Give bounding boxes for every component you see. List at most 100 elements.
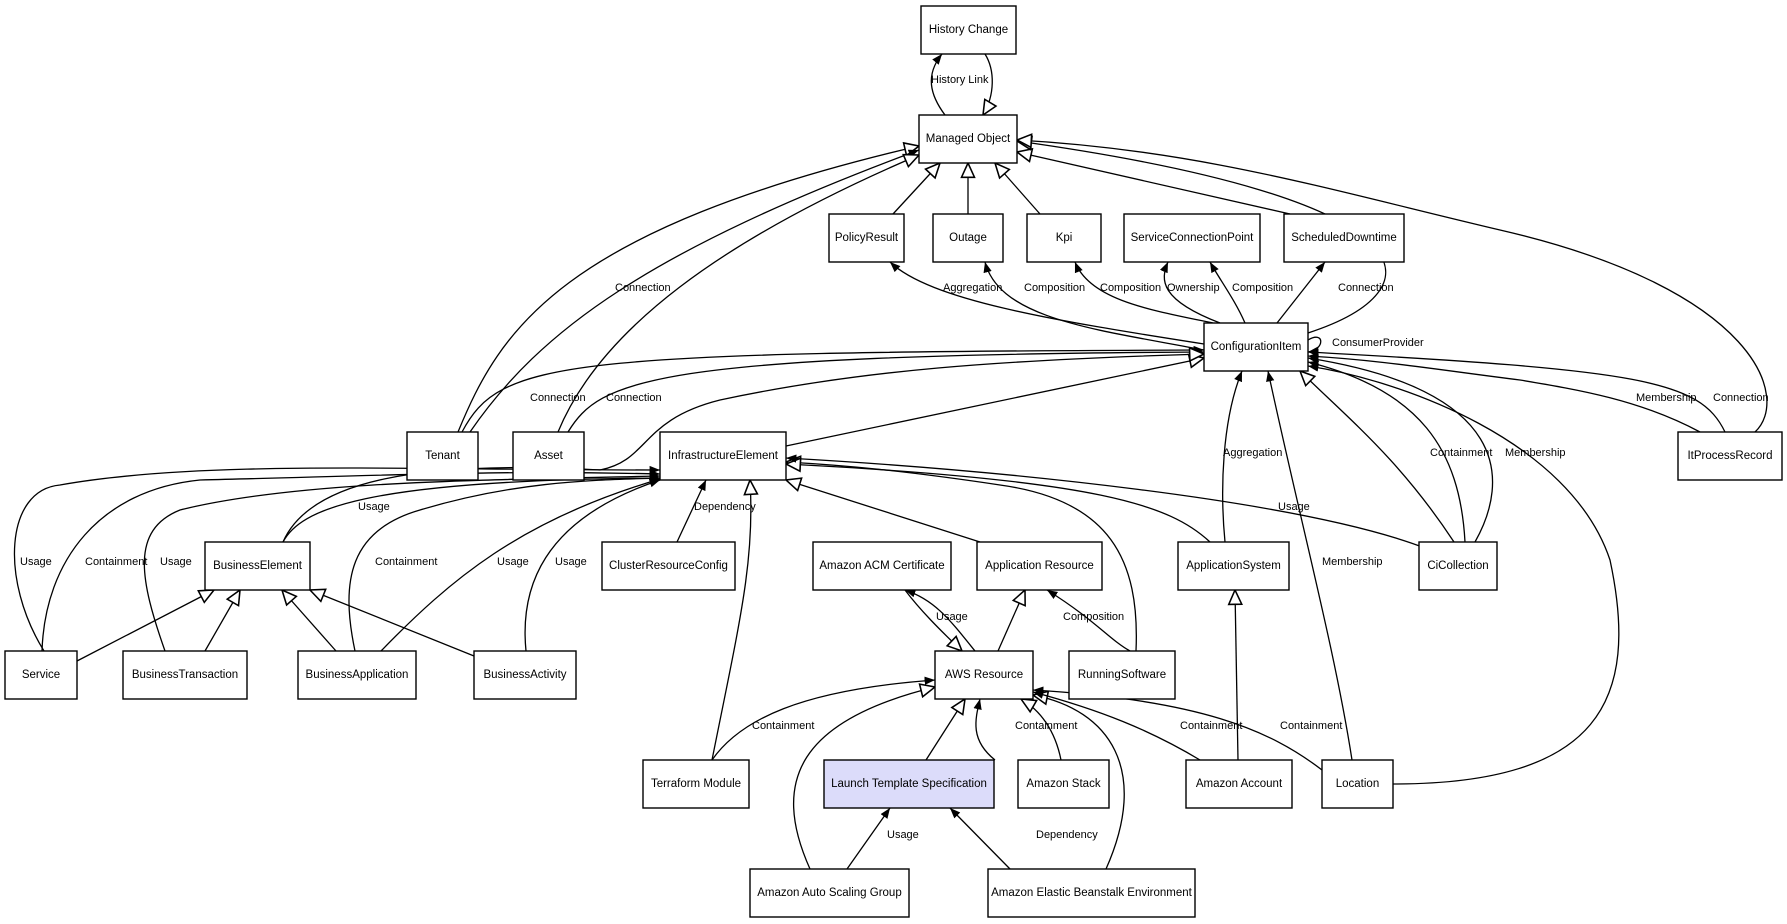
node-ci-collection[interactable]: CiCollection [1418, 541, 1498, 591]
association-edge-amazon-auto-scaling-group-to-launch-template-specification[interactable] [846, 807, 891, 870]
association-edge-configuration-item-to-outage[interactable] [983, 261, 1205, 351]
inheritance-edge-history-change-to-managed-object[interactable] [983, 53, 992, 115]
node-amazon-auto-scaling-group[interactable]: Amazon Auto Scaling Group [749, 868, 910, 918]
node-business-application[interactable]: BusinessApplication [297, 650, 417, 700]
association-edge-configuration-item-to-configuration-item[interactable] [1307, 336, 1322, 355]
node-amazon-account[interactable]: Amazon Account [1185, 759, 1293, 809]
association-edge-configuration-item-to-service-connection-point[interactable] [1209, 261, 1246, 324]
node-box [812, 541, 952, 591]
association-edge-amazon-account-to-aws-resource[interactable] [1032, 690, 1201, 761]
association-edge-business-application-to-infrastructure-element[interactable] [380, 477, 661, 652]
edge-line [1307, 363, 1620, 785]
association-edge-asset-to-configuration-item[interactable] [567, 347, 1205, 433]
association-edge-amazon-stack-to-aws-resource[interactable] [973, 698, 996, 761]
node-application-resource[interactable]: Application Resource [976, 541, 1103, 591]
inheritance-edge-amazon-account-to-application-system[interactable] [1235, 590, 1238, 761]
association-edge-location-to-configuration-item[interactable] [1266, 370, 1353, 761]
inheritance-edge-amazon-auto-scaling-group-to-aws-resource[interactable] [792, 687, 935, 870]
node-location[interactable]: Location [1321, 759, 1394, 809]
inheritance-edge-asset-to-managed-object[interactable] [557, 155, 919, 433]
node-aws-resource[interactable]: AWS Resource [934, 650, 1034, 700]
association-edge-terraform-module-to-aws-resource[interactable] [711, 676, 936, 761]
inheritance-edge-amazon-acm-certificate-to-aws-resource[interactable] [904, 589, 962, 651]
node-cluster-resource-config[interactable]: ClusterResourceConfig [601, 541, 736, 591]
association-edge-it-process-record-to-configuration-item[interactable] [1307, 348, 1726, 433]
node-service-connection-point[interactable]: ServiceConnectionPoint [1123, 213, 1261, 263]
edge-label: Connection [1713, 392, 1769, 404]
inheritance-edge-business-activity-to-business-element[interactable] [310, 590, 475, 657]
node-label: Amazon Stack [1026, 778, 1100, 790]
node-amazon-stack[interactable]: Amazon Stack [1017, 759, 1110, 809]
node-box [828, 213, 905, 263]
node-managed-object[interactable]: Managed Object [918, 114, 1018, 164]
node-label: BusinessElement [213, 560, 303, 572]
node-amazon-acm-certificate[interactable]: Amazon ACM Certificate [812, 541, 952, 591]
node-application-system[interactable]: ApplicationSystem [1177, 541, 1290, 591]
node-box [1677, 431, 1783, 481]
association-edge-configuration-item-to-service-connection-point[interactable] [1159, 261, 1221, 324]
node-terraform-module[interactable]: Terraform Module [642, 759, 750, 809]
node-tenant[interactable]: Tenant [406, 431, 479, 481]
edge-line [1307, 348, 1726, 433]
inheritance-edge-service-to-business-element[interactable] [76, 590, 214, 662]
inheritance-edge-application-system-to-infrastructure-element[interactable] [786, 464, 1211, 543]
node-label: Tenant [425, 450, 460, 462]
node-service[interactable]: Service [4, 650, 78, 700]
node-launch-template-specification[interactable]: Launch Template Specification [823, 759, 995, 809]
association-edge-tenant-to-configuration-item[interactable] [461, 345, 1205, 433]
edge-label: Containment [1280, 720, 1342, 732]
association-edge-business-activity-to-infrastructure-element[interactable] [524, 479, 661, 652]
node-business-element[interactable]: BusinessElement [204, 541, 311, 591]
inheritance-edge-terraform-module-to-infrastructure-element[interactable] [711, 480, 751, 761]
node-running-software[interactable]: RunningSoftware [1068, 650, 1176, 700]
association-edge-ci-collection-to-infrastructure-element[interactable] [785, 454, 1426, 549]
inheritance-edge-it-process-record-to-managed-object[interactable] [1017, 140, 1768, 433]
inheritance-edge-launch-template-specification-to-aws-resource[interactable] [925, 699, 965, 761]
inheritance-edge-business-transaction-to-business-element[interactable] [204, 590, 240, 652]
node-infrastructure-element[interactable]: InfrastructureElement [659, 431, 787, 481]
node-scheduled-downtime[interactable]: ScheduledDowntime [1283, 213, 1405, 263]
association-edge-amazon-elastic-beanstalk-environment-to-launch-template-specification[interactable] [949, 807, 1011, 870]
node-business-transaction[interactable]: BusinessTransaction [122, 650, 248, 700]
association-edge-location-to-configuration-item[interactable] [1307, 363, 1620, 785]
node-configuration-item[interactable]: ConfigurationItem [1203, 322, 1309, 372]
inheritance-edge-aws-resource-to-application-resource[interactable] [997, 590, 1025, 652]
node-outage[interactable]: Outage [932, 213, 1004, 263]
inheritance-edge-policy-result-to-managed-object[interactable] [892, 163, 940, 215]
edge-line [1307, 336, 1322, 355]
association-edge-managed-object-to-history-change[interactable] [930, 53, 946, 116]
node-asset[interactable]: Asset [512, 431, 585, 481]
association-edge-configuration-item-to-kpi[interactable] [1074, 261, 1214, 324]
association-edge-application-system-to-configuration-item[interactable] [1222, 370, 1243, 543]
node-label: Service [22, 669, 60, 681]
association-edge-aws-resource-to-amazon-acm-certificate[interactable] [904, 589, 976, 652]
association-edge-business-application-to-infrastructure-element[interactable] [348, 474, 661, 652]
association-edge-ci-collection-to-configuration-item[interactable] [1307, 355, 1494, 543]
inheritance-edge-infrastructure-element-to-configuration-item[interactable] [785, 358, 1204, 447]
inheritance-edge-kpi-to-managed-object[interactable] [995, 163, 1041, 215]
inheritance-edge-application-resource-to-infrastructure-element[interactable] [786, 480, 981, 543]
node-box [1026, 213, 1102, 263]
inheritance-edge-tenant-to-managed-object[interactable] [457, 146, 919, 433]
association-edge-running-software-to-application-resource[interactable] [1046, 589, 1131, 652]
inheritance-edge-business-application-to-business-element[interactable] [282, 590, 337, 652]
association-edge-it-process-record-to-configuration-item[interactable] [1307, 352, 1701, 433]
node-kpi[interactable]: Kpi [1026, 213, 1102, 263]
association-edge-configuration-item-to-policy-result[interactable] [889, 261, 1205, 345]
inheritance-edge-ci-collection-to-configuration-item[interactable] [1300, 371, 1455, 543]
inheritance-edge-business-element-to-configuration-item[interactable] [282, 354, 1204, 543]
node-it-process-record[interactable]: ItProcessRecord [1677, 431, 1783, 481]
node-box [512, 431, 585, 481]
association-edge-configuration-item-to-scheduled-downtime[interactable] [1276, 261, 1326, 324]
node-policy-result[interactable]: PolicyResult [828, 213, 905, 263]
node-business-activity[interactable]: BusinessActivity [473, 650, 577, 700]
inheritance-edge-amazon-elastic-beanstalk-environment-to-aws-resource[interactable] [1033, 695, 1125, 870]
association-edge-cluster-resource-config-to-infrastructure-element[interactable] [676, 479, 707, 543]
node-amazon-elastic-beanstalk-environment[interactable]: Amazon Elastic Beanstalk Environment [987, 868, 1196, 918]
inheritance-edge-amazon-stack-to-aws-resource[interactable] [1021, 699, 1062, 761]
edge-line [76, 590, 214, 662]
association-edge-tenant-to-managed-object[interactable] [469, 149, 920, 433]
node-history-change[interactable]: History Change [920, 5, 1017, 55]
inheritance-edge-running-software-to-infrastructure-element[interactable] [786, 462, 1137, 652]
inheritance-edge-scheduled-downtime-to-managed-object[interactable] [1017, 152, 1291, 215]
